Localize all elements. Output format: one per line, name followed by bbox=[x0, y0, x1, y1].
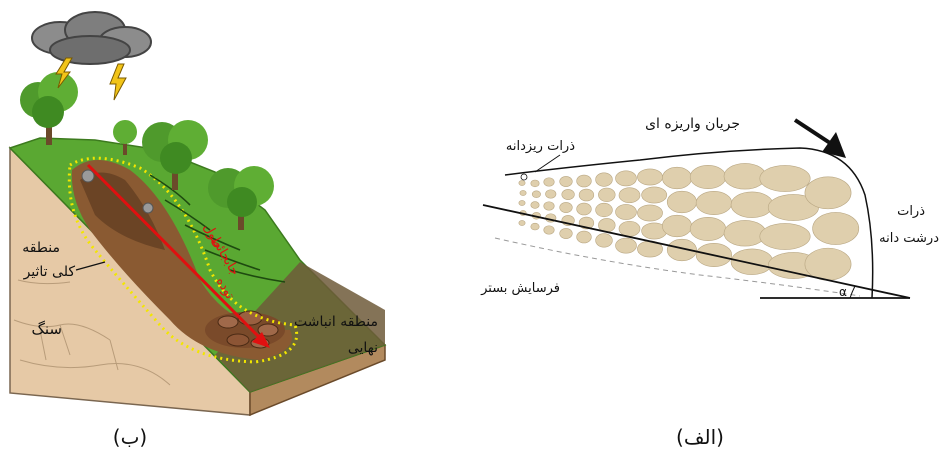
debris-grain bbox=[724, 163, 766, 189]
storm-cloud-icon bbox=[32, 12, 151, 64]
label-rock: سنگ bbox=[31, 320, 62, 338]
debris-grain bbox=[690, 217, 726, 240]
debris-grain bbox=[596, 203, 613, 217]
label-alpha: α bbox=[839, 285, 847, 299]
debris-grain bbox=[560, 202, 573, 212]
debris-grain bbox=[696, 191, 732, 214]
debris-grain bbox=[560, 176, 573, 186]
label-coarse-1: ذرات bbox=[897, 204, 925, 219]
debris-grain bbox=[813, 212, 859, 244]
label-zone-general-2: کلی تاثیر bbox=[23, 264, 76, 280]
debris-grain bbox=[731, 192, 773, 218]
debris-grain bbox=[562, 189, 575, 199]
label-fine-particles: ذرات ریزدانه bbox=[506, 139, 575, 154]
caption-b: (ب) bbox=[113, 425, 147, 449]
debris-grain bbox=[560, 228, 573, 238]
debris-grain bbox=[544, 202, 555, 211]
debris-grain bbox=[519, 180, 525, 185]
debris-grain bbox=[579, 189, 594, 201]
debris-grain bbox=[690, 165, 726, 188]
debris-grain bbox=[531, 223, 539, 230]
debris-grain bbox=[616, 238, 637, 253]
debris-grain bbox=[667, 191, 696, 213]
debris-grain bbox=[531, 202, 539, 209]
debris-grain bbox=[619, 188, 640, 203]
grain-cluster bbox=[519, 163, 859, 280]
flow-arrow bbox=[795, 120, 830, 143]
debris-grain bbox=[805, 177, 851, 209]
debris-grain bbox=[520, 190, 526, 195]
debris-grain bbox=[616, 204, 637, 219]
debris-grain bbox=[637, 205, 662, 221]
label-deposit-1: منطقه انباشت bbox=[294, 314, 378, 330]
debris-grain bbox=[662, 167, 691, 189]
label-zone-general-1: منطقه bbox=[22, 240, 60, 256]
debris-grain bbox=[577, 175, 592, 187]
debris-grain bbox=[532, 191, 540, 198]
debris-grain bbox=[577, 231, 592, 243]
landslide-illustration bbox=[10, 12, 385, 415]
debris-grain bbox=[637, 169, 662, 185]
debris-grain bbox=[619, 221, 640, 236]
debris-grain bbox=[724, 220, 766, 246]
debris-grain bbox=[519, 200, 525, 205]
debris-grain bbox=[760, 165, 810, 191]
debris-grain bbox=[731, 249, 773, 275]
debris-grain bbox=[598, 188, 615, 202]
label-coarse-2: درشت دانه bbox=[879, 231, 939, 246]
debris-grain bbox=[531, 180, 539, 187]
debris-grain bbox=[642, 187, 667, 203]
debris-grain bbox=[546, 190, 557, 199]
label-deposit-2: نهایی bbox=[348, 340, 378, 356]
label-debris-flow: جریان واریزه ای bbox=[645, 116, 740, 132]
debris-grain bbox=[596, 234, 613, 248]
caption-a: (الف) bbox=[676, 425, 724, 449]
boulder bbox=[82, 170, 94, 182]
boulder bbox=[143, 203, 153, 213]
debris-grain bbox=[544, 226, 555, 235]
label-bed-erosion: فرسایش بستر bbox=[480, 281, 560, 296]
debris-grain bbox=[544, 178, 555, 187]
debris-grain bbox=[662, 215, 691, 237]
debris-grain bbox=[760, 223, 810, 249]
fine-grain-marker bbox=[521, 174, 527, 180]
debris-grain bbox=[805, 248, 851, 280]
flow-arrowhead bbox=[822, 132, 846, 158]
debris-grain bbox=[577, 203, 592, 215]
tree-icon bbox=[20, 72, 78, 145]
debris-grain bbox=[616, 171, 637, 186]
angle-arc bbox=[850, 286, 855, 298]
debris-grain bbox=[596, 173, 613, 187]
debris-grain bbox=[519, 220, 525, 225]
